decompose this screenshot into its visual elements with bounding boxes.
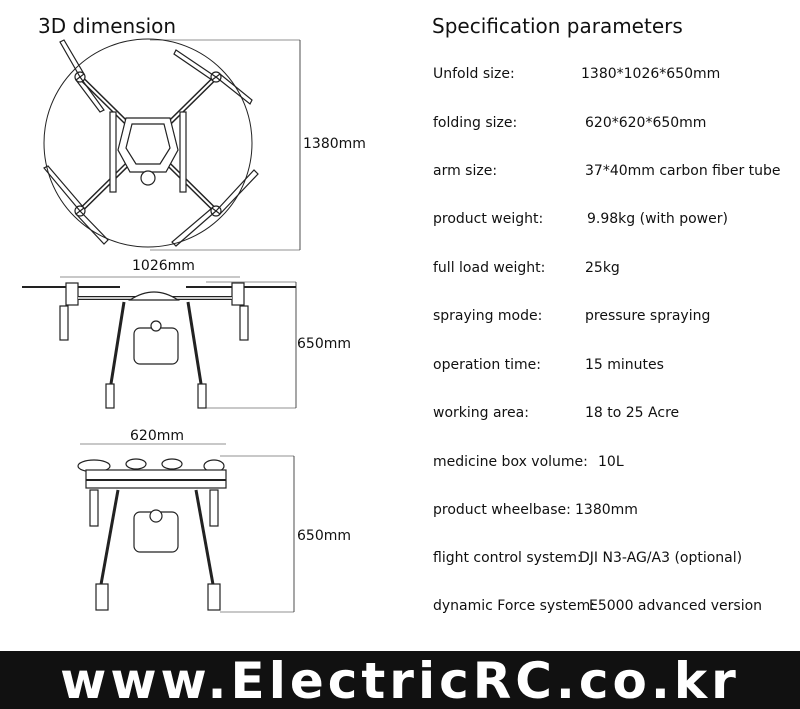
spec-label: full load weight: xyxy=(433,260,546,276)
dimension-title: 3D dimension xyxy=(38,14,177,38)
folded-width-dimension: 620mm xyxy=(130,428,184,444)
spec-value: DJI N3-AG/A3 (optional) xyxy=(579,550,743,566)
spec-label: spraying mode: xyxy=(433,308,543,324)
drone-front-unfold-view xyxy=(22,276,296,409)
spec-label: folding size: xyxy=(433,115,518,131)
spec-value: 25kg xyxy=(585,260,620,276)
spec-label: working area: xyxy=(433,405,529,421)
drone-top-view xyxy=(43,38,259,248)
unfold-height-dimension: 650mm xyxy=(297,336,351,352)
spec-value: 9.98kg (with power) xyxy=(587,211,728,227)
drone-folded-view xyxy=(77,443,227,611)
spec-label: Unfold size: xyxy=(433,66,515,82)
spec-value: pressure spraying xyxy=(585,308,711,324)
spec-value: 10L xyxy=(598,454,624,470)
spec-value: E5000 advanced version xyxy=(589,598,763,614)
spec-label: product wheelbase: xyxy=(433,502,571,518)
footer-website-text: www.ElectricRC.co.kr xyxy=(60,652,740,709)
folded-height-dimension: 650mm xyxy=(297,528,351,544)
footer-banner: www.ElectricRC.co.kr xyxy=(0,651,800,709)
wheelbase-dimension: 1380mm xyxy=(303,136,366,152)
spec-label: product weight: xyxy=(433,211,544,227)
spec-label: arm size: xyxy=(433,163,498,179)
unfold-width-dimension: 1026mm xyxy=(132,258,195,274)
spec-value: 18 to 25 Acre xyxy=(585,405,680,421)
spec-value: 15 minutes xyxy=(585,357,664,373)
spec-value: 1380mm xyxy=(575,502,638,518)
spec-value: 37*40mm carbon fiber tube xyxy=(585,163,781,179)
spec-value: 620*620*650mm xyxy=(585,115,707,131)
drone-drawings xyxy=(22,38,301,613)
spec-label: flight control system: xyxy=(433,550,582,566)
spec-value: 1380*1026*650mm xyxy=(581,66,721,82)
spec-title: Specification parameters xyxy=(432,14,683,38)
spec-label: dynamic Force system: xyxy=(433,598,595,614)
spec-label: operation time: xyxy=(433,357,542,373)
spec-label: medicine box volume: xyxy=(433,454,588,470)
